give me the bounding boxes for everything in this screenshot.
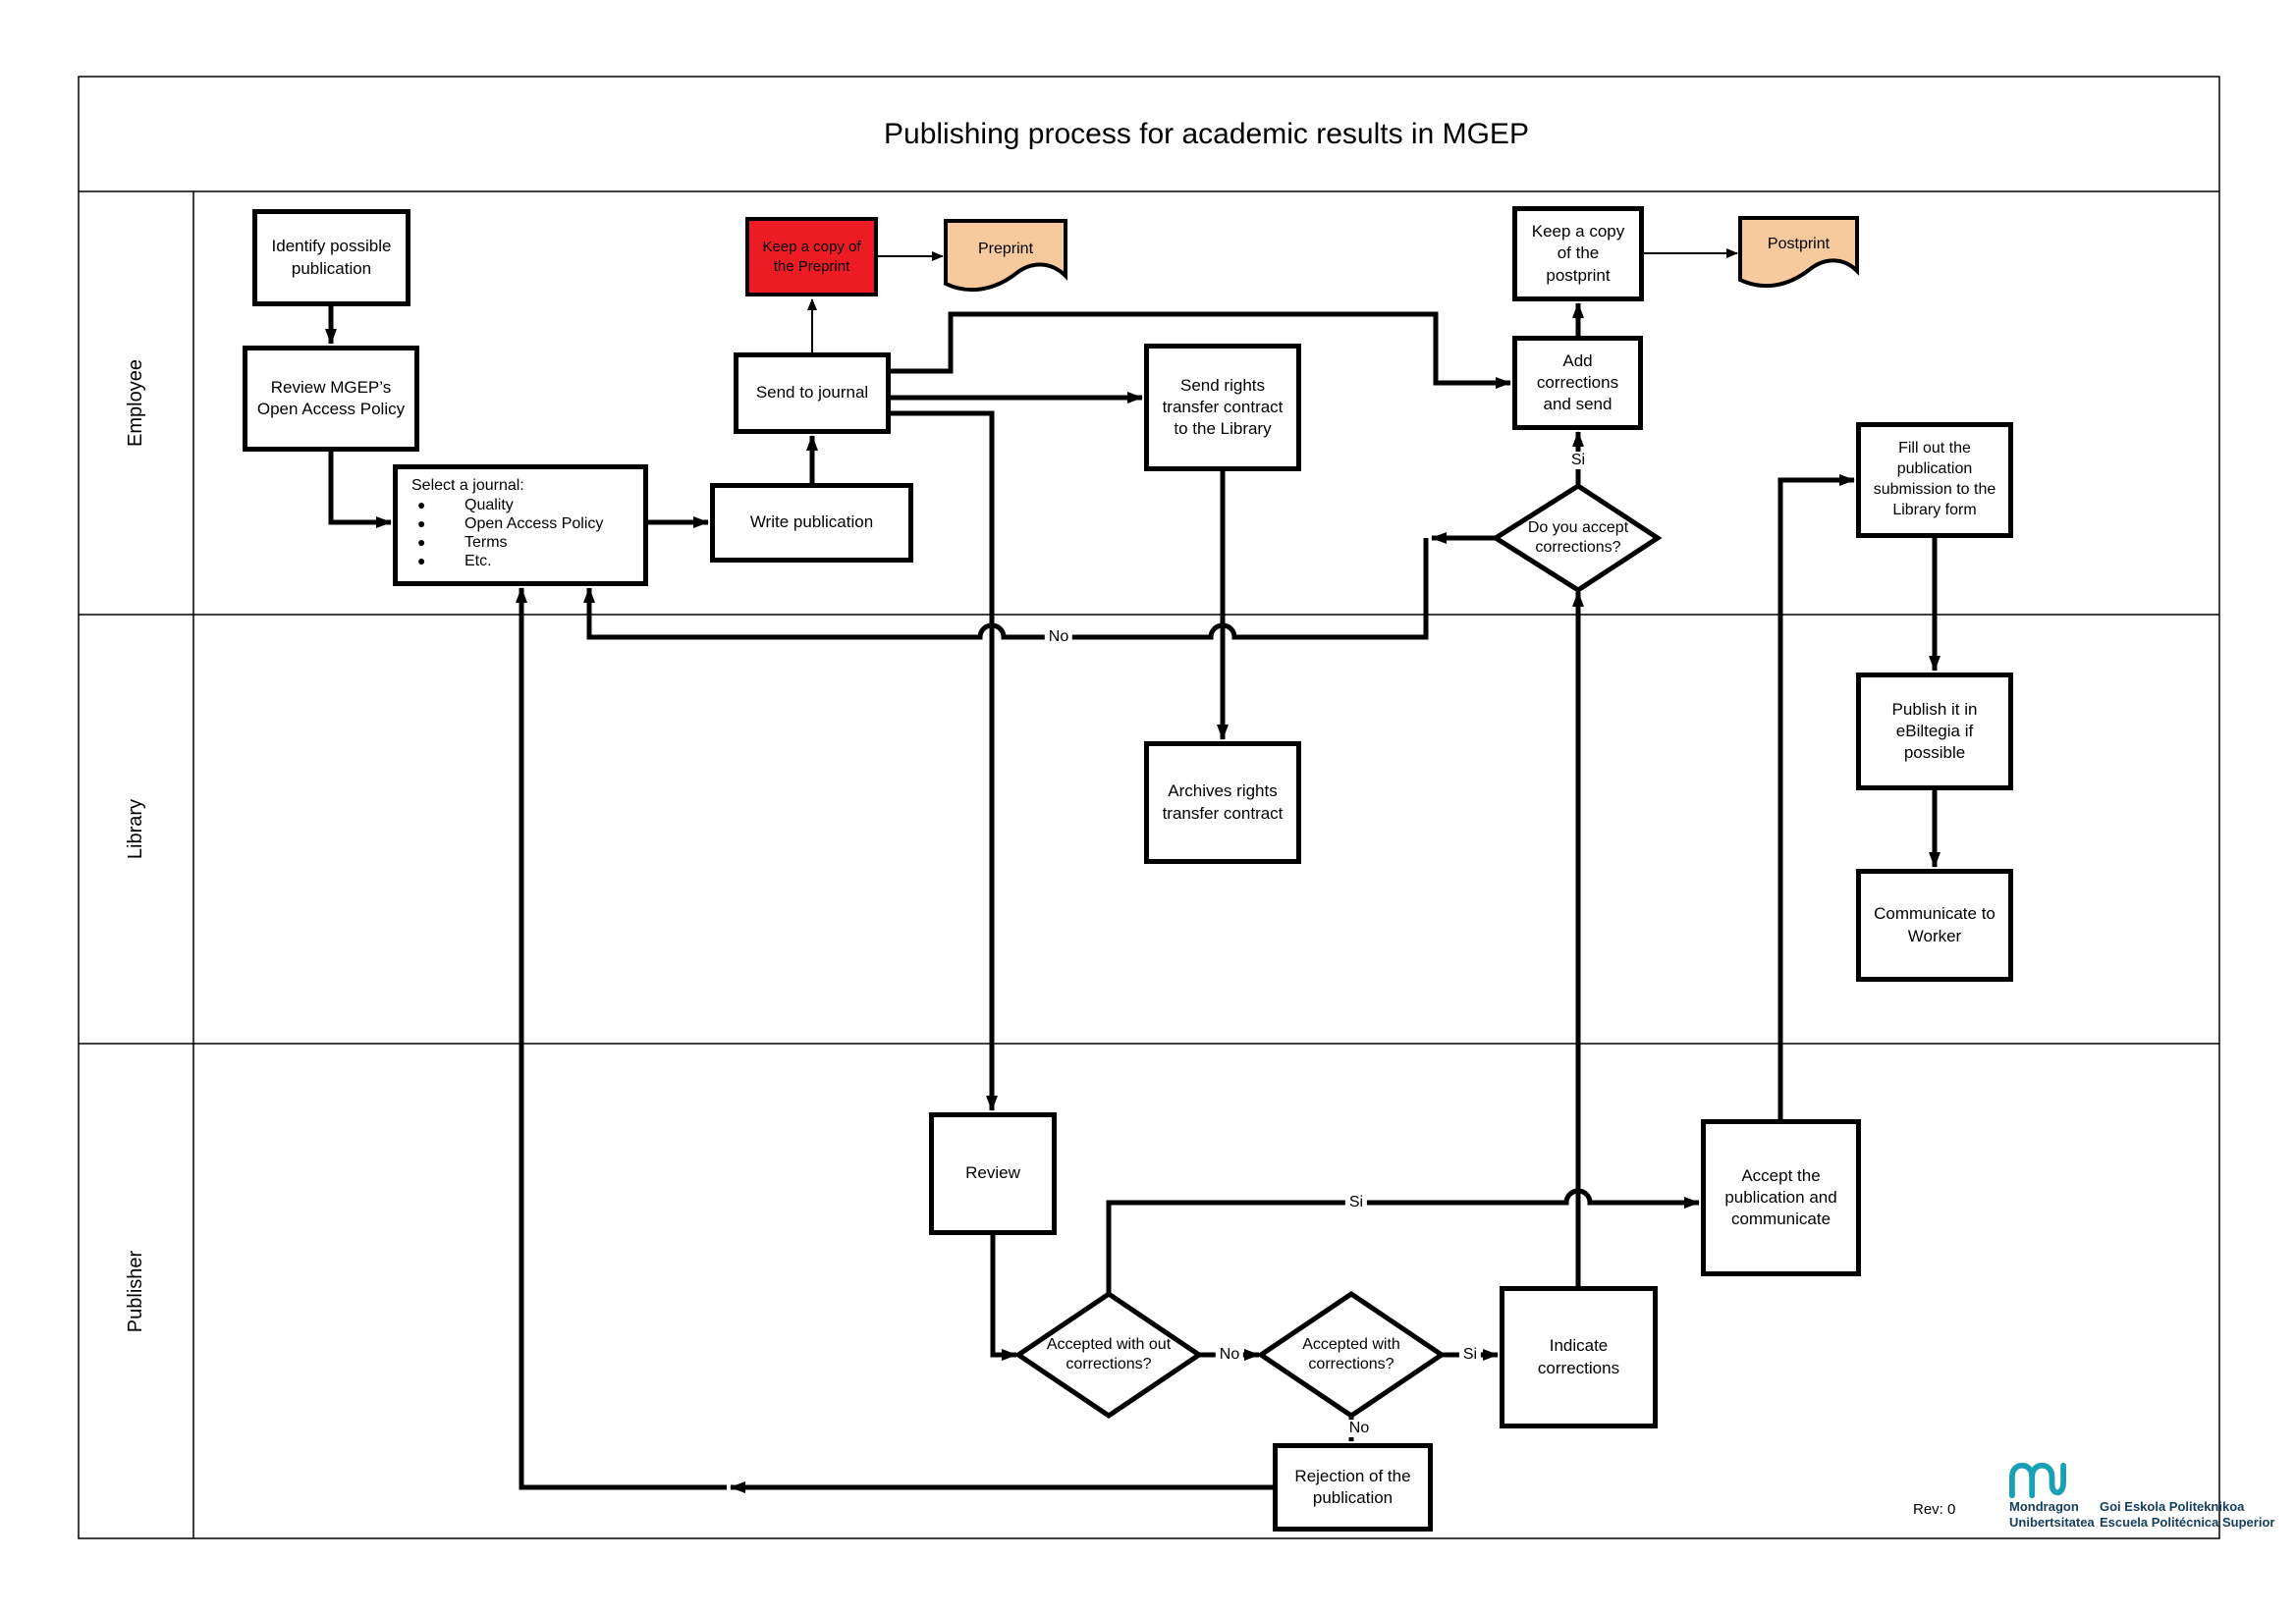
edge-label-no: No (1215, 1346, 1244, 1364)
revision-label: Rev: 0 (1913, 1501, 1956, 1518)
lane-label-library: Library (124, 798, 146, 860)
decision-do-you-accept-corrections: Do you accept corrections? (1527, 519, 1629, 556)
node-publish-ebiltegia: Publish it in eBiltegia if possible (1856, 672, 2013, 790)
node-indicate-corrections: Indicate corrections (1500, 1286, 1658, 1428)
page-title: Publishing process for academic results … (884, 117, 1529, 150)
lane-label-publisher: Publisher (124, 1250, 146, 1332)
node-send-to-journal: Send to journal (734, 352, 891, 434)
node-select-a-journal: Select a journal: ●Quality ●Open Access … (393, 464, 648, 586)
bullet-icon: ● (417, 515, 426, 531)
edge-label-no: No (1044, 628, 1073, 646)
select-journal-item: ●Terms (417, 534, 508, 551)
logo-school-name: Goi Eskola Politeknikoa Escuela Politécn… (2100, 1499, 2275, 1530)
edge-label-si: Si (1458, 1346, 1482, 1364)
node-keep-copy-postprint: Keep a copy of the postprint (1512, 206, 1644, 301)
doc-preprint-label: Preprint (977, 241, 1034, 257)
node-send-rights-transfer: Send rights transfer contract to the Lib… (1144, 344, 1301, 471)
node-communicate-to-worker: Communicate to Worker (1856, 869, 2013, 982)
node-add-corrections-and-send: Add corrections and send (1512, 336, 1643, 430)
swimlane-frame (78, 76, 2220, 1539)
edge-label-no: No (1344, 1420, 1374, 1437)
decision-accepted-without-corrections: Accepted with out corrections? (1046, 1336, 1172, 1372)
node-write-publication: Write publication (710, 483, 913, 563)
select-journal-heading: Select a journal: (411, 477, 524, 494)
connectors-thin (807, 248, 1738, 352)
document-shapes (944, 216, 1859, 293)
bullet-icon: ● (417, 497, 426, 512)
node-rejection-of-publication: Rejection of the publication (1273, 1443, 1433, 1532)
doc-postprint-label: Postprint (1767, 236, 1831, 252)
mondragon-logo-icon (2009, 1463, 2066, 1498)
decision-accepted-with-corrections: Accepted with corrections? (1302, 1336, 1400, 1372)
bullet-icon: ● (417, 534, 426, 550)
node-accept-publication-communicate: Accept the publication and communicate (1701, 1119, 1861, 1276)
logo-org-name: Mondragon Unibertsitatea (2009, 1499, 2095, 1530)
node-fill-out-submission-form: Fill out the publication submission to t… (1856, 422, 2013, 538)
bullet-icon: ● (417, 553, 426, 568)
node-review-mgep-open-access-policy: Review MGEP’s Open Access Policy (243, 346, 419, 452)
lane-label-employee: Employee (125, 359, 146, 447)
select-journal-item: ●Open Access Policy (417, 515, 604, 532)
edge-label-si: Si (1344, 1194, 1368, 1211)
node-keep-copy-preprint: Keep a copy of the Preprint (745, 217, 878, 296)
select-journal-item: ●Quality (417, 497, 514, 513)
node-review: Review (929, 1112, 1057, 1235)
decision-shapes (1013, 483, 1663, 1420)
node-archives-rights-transfer: Archives rights transfer contract (1144, 741, 1301, 864)
select-journal-item: ●Etc. (417, 553, 492, 569)
edge-label-si: Si (1566, 452, 1590, 469)
node-identify-possible-publication: Identify possible publication (252, 209, 410, 306)
